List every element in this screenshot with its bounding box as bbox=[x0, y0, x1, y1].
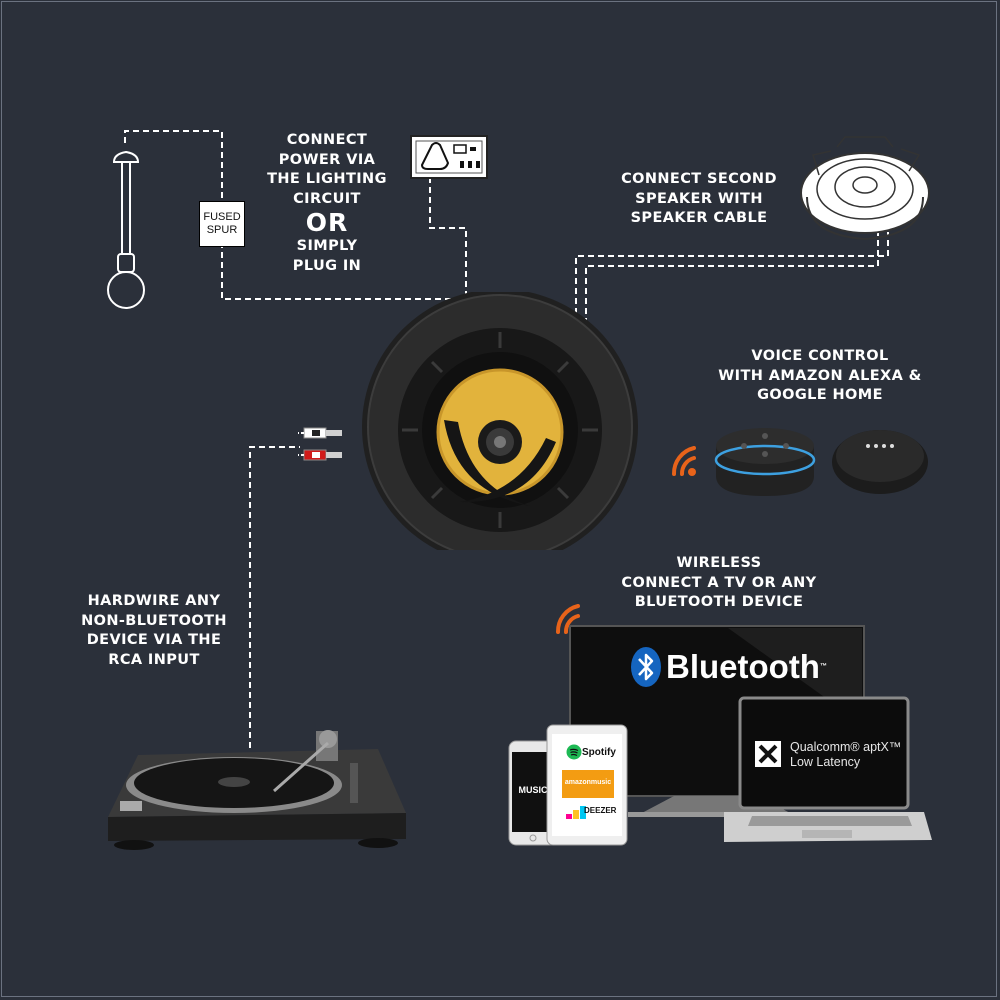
power-label-line2: POWER VIA bbox=[278, 151, 376, 168]
aptx-line1: Qualcomm® aptX™ bbox=[790, 740, 902, 754]
fused-spur-box: FUSED SPUR bbox=[199, 201, 245, 247]
voice-control-label: VOICE CONTROL WITH AMAZON ALEXA & GOOGLE… bbox=[698, 347, 942, 406]
plug-label-line1: SIMPLY bbox=[296, 238, 358, 254]
second-speaker-line2: SPEAKER WITH bbox=[635, 190, 763, 207]
second-speaker-line1: CONNECT SECOND bbox=[621, 171, 777, 187]
rca-line1: HARDWIRE ANY bbox=[87, 593, 221, 609]
laptop-image bbox=[724, 696, 932, 842]
bluetooth-icon bbox=[631, 647, 661, 687]
power-label-line4: CIRCUIT bbox=[293, 190, 361, 207]
spotify-icon bbox=[566, 744, 582, 760]
google-home-mini-image bbox=[832, 430, 928, 494]
power-label-line3: THE LIGHTING bbox=[267, 171, 387, 187]
voice-control-line3: GOOGLE HOME bbox=[757, 387, 883, 403]
spotify-label: Spotify bbox=[582, 747, 616, 758]
aptx-line2: Low Latency bbox=[790, 755, 861, 769]
apple-music-label: MUSIC bbox=[512, 785, 554, 795]
power-line-socket bbox=[429, 177, 467, 312]
amazon-music-tile bbox=[562, 770, 614, 798]
wireless-line2: CONNECT A TV OR ANY bbox=[621, 574, 817, 591]
rca-line2: NON-BLUETOOTH bbox=[81, 612, 227, 629]
power-label: CONNECT POWER VIA THE LIGHTING CIRCUIT O… bbox=[257, 131, 397, 276]
spotify-text: Spotify bbox=[582, 747, 616, 758]
bluetooth-word: Bluetooth bbox=[666, 648, 820, 685]
amazon-music-label: amazonmusic bbox=[562, 779, 614, 786]
apple-music-text: MUSIC bbox=[518, 785, 548, 795]
wireless-label: WIRELESS CONNECT A TV OR ANY BLUETOOTH D… bbox=[598, 554, 840, 613]
rca-connector-icon bbox=[298, 427, 342, 461]
deezer-icon bbox=[566, 806, 586, 819]
rca-line4: RCA INPUT bbox=[108, 651, 200, 668]
wifi-signal-icon bbox=[671, 446, 696, 476]
power-label-line1: CONNECT bbox=[286, 132, 368, 148]
second-speaker-label: CONNECT SECOND SPEAKER WITH SPEAKER CABL… bbox=[602, 170, 796, 229]
rca-line3: DEVICE VIA THE bbox=[86, 632, 222, 648]
fused-spur-line2: SPUR bbox=[206, 224, 238, 236]
or-label: OR bbox=[305, 208, 349, 237]
ceiling-speaker-outline-icon bbox=[800, 136, 930, 241]
wireless-line1: WIRELESS bbox=[676, 555, 762, 571]
rca-cable-line bbox=[249, 446, 300, 748]
speaker-cable-line-2 bbox=[585, 232, 879, 324]
turntable-image bbox=[108, 730, 406, 850]
ceiling-speaker-image bbox=[362, 292, 638, 550]
wall-socket-icon bbox=[410, 135, 488, 179]
aptx-icon bbox=[755, 741, 781, 767]
rca-label: HARDWIRE ANY NON-BLUETOOTH DEVICE VIA TH… bbox=[62, 592, 246, 670]
deezer-label: DEEZER bbox=[584, 806, 616, 815]
aptx-text: Qualcomm® aptX™ Low Latency bbox=[790, 740, 901, 770]
plug-label-line2: PLUG IN bbox=[292, 257, 362, 274]
voice-control-line2: WITH AMAZON ALEXA & bbox=[718, 367, 922, 384]
wireless-line3: BLUETOOTH DEVICE bbox=[634, 594, 804, 610]
amazon-music-text: amazonmusic bbox=[564, 779, 612, 786]
voice-control-line1: VOICE CONTROL bbox=[751, 348, 889, 364]
pendant-light-icon bbox=[107, 150, 145, 309]
speaker-cable-line-1 bbox=[575, 232, 889, 324]
bluetooth-tm: ™ bbox=[819, 663, 827, 670]
deezer-text: DEEZER bbox=[584, 806, 617, 815]
fused-spur-line1: FUSED bbox=[203, 211, 241, 223]
amazon-echo-dot-image bbox=[714, 428, 816, 496]
second-speaker-line3: SPEAKER CABLE bbox=[630, 210, 768, 226]
bluetooth-wordmark: Bluetooth™ bbox=[666, 648, 827, 686]
